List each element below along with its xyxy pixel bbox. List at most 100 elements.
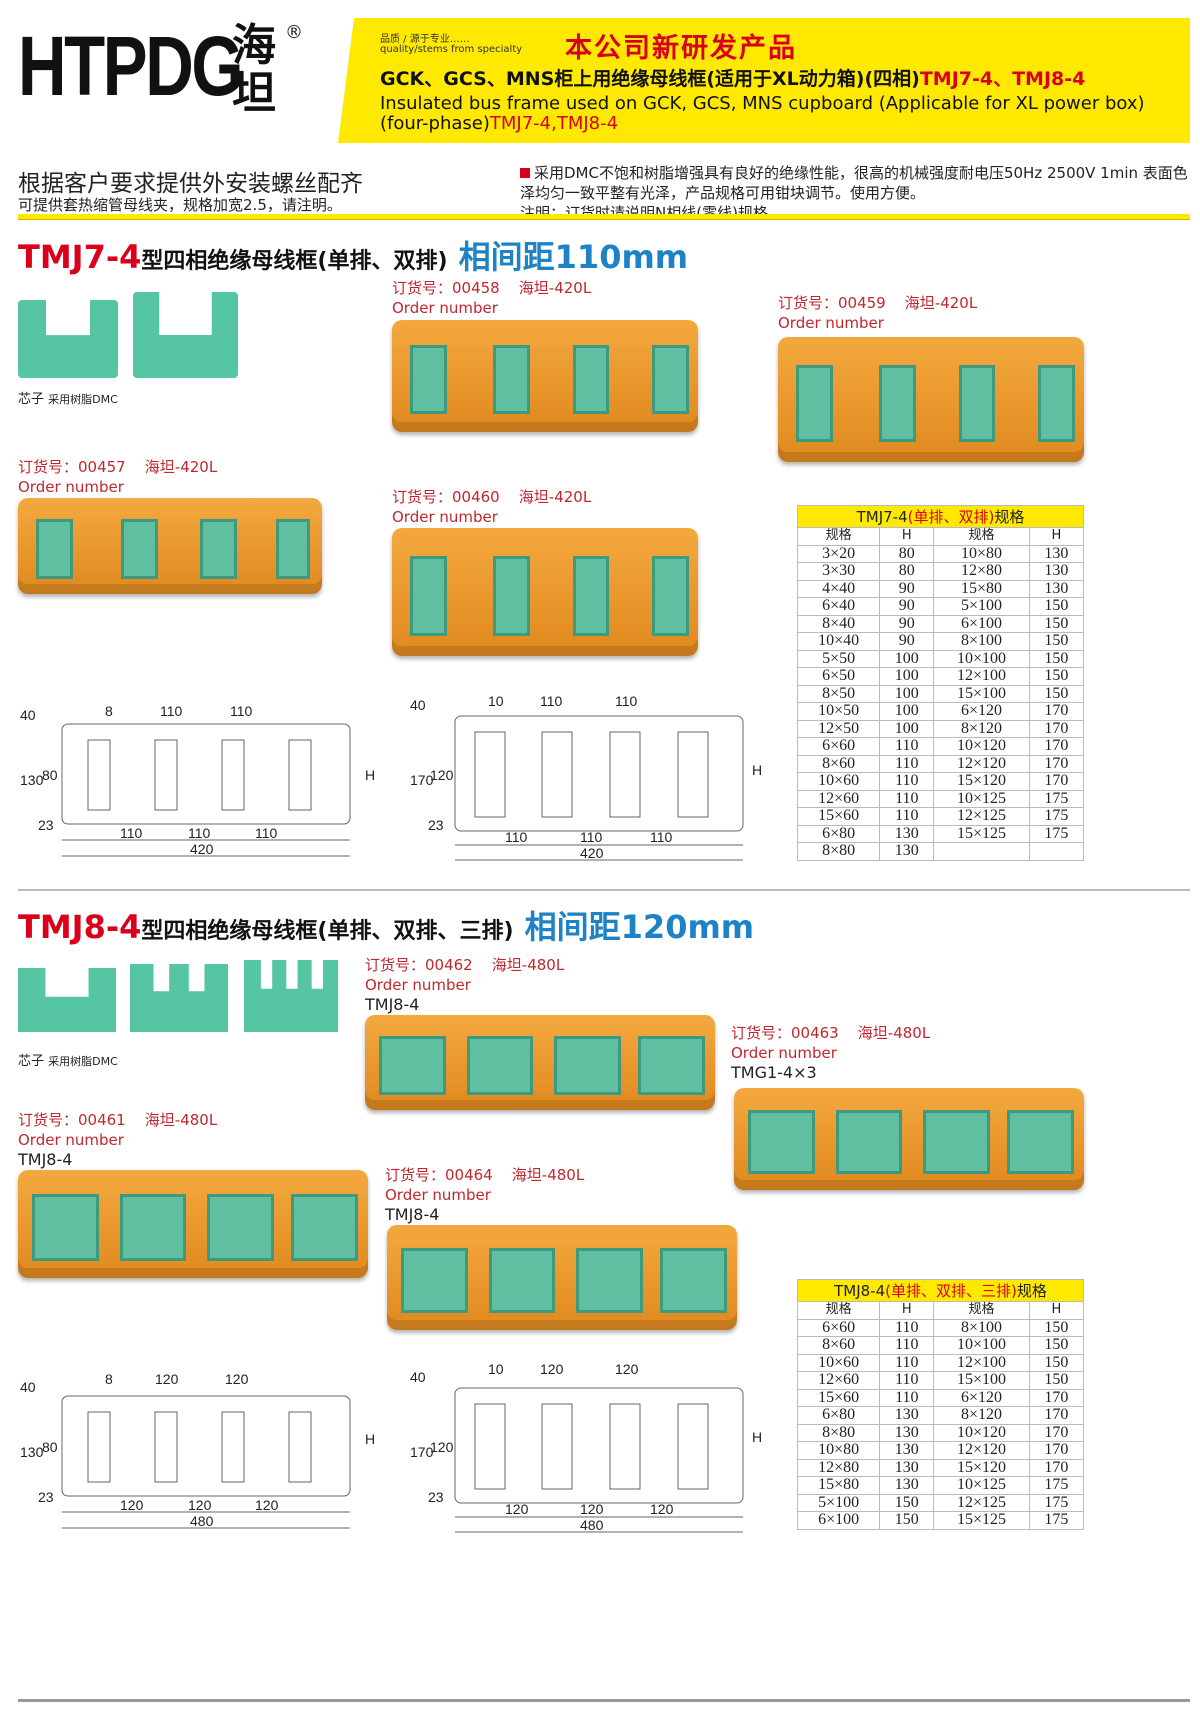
section-title-tmj8: TMJ8-4型四相绝缘母线框(单排、双排、三排) 相间距120mm [18,908,755,946]
svg-text:110: 110 [188,825,211,841]
table-cell: 100 [879,719,935,738]
table-cell: 90 [879,632,935,651]
table-cell: 130 [879,842,935,861]
table-cell: 110 [879,1388,935,1407]
table-cell: 5×100 [796,1493,881,1512]
svg-text:80: 80 [42,767,58,783]
table-cell: 8×60 [796,1336,881,1355]
svg-text:120: 120 [255,1497,279,1513]
table-cell: 130 [879,1406,935,1425]
title-cn: GCK、GCS、MNS柜上用绝缘母线框(适用于XL动力箱)(四相)TMJ7-4、… [380,68,1086,90]
table-cell [1028,842,1085,861]
tagline-en: quality/stems from specialty [380,44,523,55]
table-cell: 110 [879,807,935,826]
svg-text:120: 120 [188,1497,212,1513]
table-cell: 6×100 [796,1511,881,1530]
svg-text:120: 120 [430,1439,454,1455]
table-cell: 10×60 [796,772,881,791]
table-cell: 150 [1028,684,1085,703]
table-cell: 6×60 [796,737,881,756]
table-cell: 8×80 [796,1423,881,1442]
table-cell: 6×40 [796,597,881,616]
table-cell: 12×80 [796,1458,881,1477]
table-cell: 5×50 [796,649,881,668]
table-cell: 150 [1028,667,1085,686]
table-cell: 6×100 [933,614,1030,633]
table-cell: 110 [879,1336,935,1355]
table-cell: 110 [879,1353,935,1372]
svg-text:80: 80 [42,1439,58,1455]
brand-logo-cn: 海坦 [232,20,276,119]
table-cell: 170 [1028,1458,1085,1477]
table-cell: 150 [1028,1336,1085,1355]
table-cell: 6×120 [933,702,1030,721]
svg-text:40: 40 [410,1369,426,1385]
table-cell: 6×80 [796,824,881,843]
table-cell: 80 [879,562,935,581]
table-cell: 150 [1028,649,1085,668]
svg-text:8: 8 [105,703,113,719]
table-cell: 170 [1028,1406,1085,1425]
registered-mark: ® [285,22,303,43]
table-cell: 6×120 [933,1388,1030,1407]
tagline-cn: 品质 / 源于专业…… [380,34,470,45]
table-cell: 110 [879,754,935,773]
table-cell: 8×100 [933,632,1030,651]
core-piece [18,300,118,378]
bus-frame-00460 [392,528,698,656]
table-cell: 10×50 [796,702,881,721]
svg-text:480: 480 [190,1513,214,1529]
table-cell: 130 [879,1458,935,1477]
core-label: 芯子 采用树脂DMC [18,392,118,407]
spec-table-title: TMJ8-4(单排、双排、三排)规格 [797,1279,1084,1302]
svg-text:120: 120 [650,1501,674,1517]
table-cell: 150 [1028,1353,1085,1372]
svg-text:10: 10 [488,1361,504,1377]
table-cell: 8×40 [796,614,881,633]
table-cell: 150 [1028,1318,1085,1337]
svg-text:40: 40 [20,1379,36,1395]
bullet-square-icon [520,168,530,178]
svg-text:110: 110 [255,825,278,841]
table-cell: 10×120 [933,1423,1030,1442]
table-cell: 12×80 [933,562,1030,581]
table-cell: 6×80 [796,1406,881,1425]
table-cell: 170 [1028,1441,1085,1460]
svg-text:120: 120 [120,1497,144,1513]
svg-text:120: 120 [430,767,454,783]
intro-line-1: 根据客户要求提供外安装螺丝配齐 [18,171,363,197]
table-cell: 130 [879,1423,935,1442]
table-cell: 170 [1028,1388,1085,1407]
table-cell: 3×30 [796,562,881,581]
svg-text:130: 130 [20,1444,44,1460]
table-cell: 6×50 [796,667,881,686]
table-cell: 130 [1028,562,1085,581]
table-cell: 10×80 [933,544,1030,563]
table-cell: 15×60 [796,807,881,826]
table-cell: 110 [879,772,935,791]
table-cell: 10×100 [933,1336,1030,1355]
product-description: 采用DMC不饱和树脂增强具有良好的绝缘性能，很高的机械强度耐电压50Hz 250… [520,164,1188,222]
table-cell: 170 [1028,737,1085,756]
table-cell: 170 [1028,772,1085,791]
table-cell: 3×20 [796,544,881,563]
svg-text:120: 120 [505,1501,529,1517]
table-cell: 110 [879,789,935,808]
